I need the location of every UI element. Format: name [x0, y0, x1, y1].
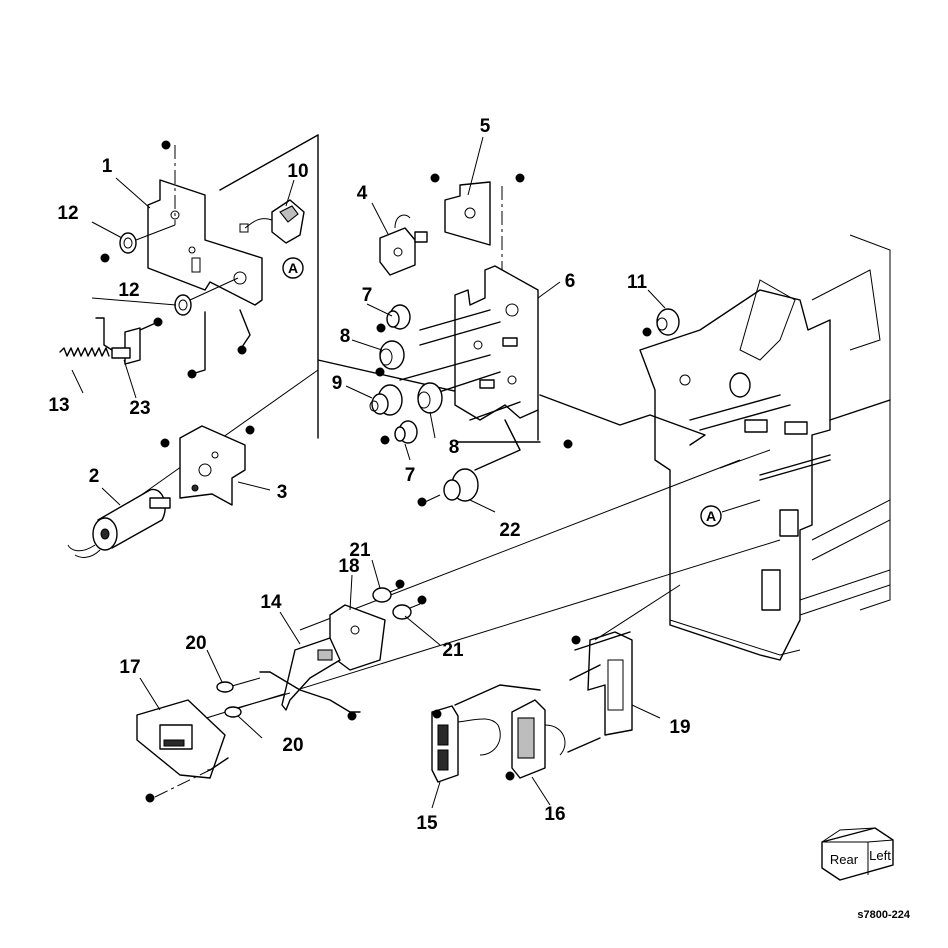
- callout-12-lower: 12: [118, 280, 139, 301]
- actuator-lever-14: [281, 637, 341, 711]
- gear-11: [656, 308, 680, 336]
- spring-part: [59, 347, 110, 357]
- spring-pin-20-upper: [216, 681, 234, 693]
- callout-labels: 1 2 3 4 5 6 7 7 8 8 9 10 11 12 12 13 14 …: [48, 116, 690, 834]
- stepper-motor-group: [379, 181, 503, 410]
- left-upper-bracket-group: [119, 134, 319, 439]
- callout-22: 22: [499, 520, 520, 541]
- callout-18: 18: [338, 556, 359, 577]
- callout-13: 13: [48, 395, 69, 416]
- gear-9: [369, 384, 403, 416]
- leader-lines: [71, 136, 761, 809]
- lower-left-assembly: [136, 587, 421, 798]
- callout-9: 9: [332, 373, 343, 394]
- motor-bracket-part: [147, 179, 263, 306]
- callout-11: 11: [627, 272, 648, 293]
- callout-16: 16: [544, 804, 565, 825]
- bearing-upper: [119, 224, 176, 254]
- callout-7-upper: 7: [362, 285, 373, 306]
- callout-12-upper: 12: [57, 203, 78, 224]
- callout-2: 2: [89, 466, 100, 487]
- gear-set: [369, 304, 541, 503]
- machine-frame-group: [539, 234, 891, 661]
- mounting-plate-part: [444, 181, 491, 246]
- callout-21-lower: 21: [442, 640, 464, 661]
- callout-4: 4: [357, 183, 368, 204]
- orientation-left-label: Left: [869, 848, 891, 863]
- callout-20-lower: 20: [282, 735, 303, 756]
- reference-mark-lower: A: [700, 505, 722, 527]
- callout-17: 17: [119, 657, 140, 678]
- roller-21-upper: [372, 587, 392, 603]
- bearing-lower: [174, 277, 239, 316]
- callout-19: 19: [669, 717, 690, 738]
- reference-mark-upper: A: [282, 257, 304, 279]
- stepper-motor-part: [379, 227, 416, 276]
- svg-text:A: A: [706, 508, 716, 524]
- lower-right-assembly: [431, 584, 681, 783]
- screw-markers: [100, 140, 652, 803]
- callout-5: 5: [480, 116, 491, 137]
- main-frame-part: [639, 289, 831, 661]
- callout-23: 23: [129, 398, 150, 419]
- callout-21-upper: 21: [349, 540, 371, 561]
- roller-21-lower: [392, 604, 412, 620]
- motor-bracket-3: [179, 425, 246, 506]
- gear-22: [424, 468, 479, 503]
- callout-3: 3: [277, 482, 288, 503]
- callout-15: 15: [416, 813, 438, 834]
- callout-20-upper: 20: [185, 633, 206, 654]
- figure-id: s7800-224: [857, 909, 910, 921]
- callout-6: 6: [565, 271, 576, 292]
- drive-frame-part: [454, 265, 539, 421]
- gear-8-lower: [417, 382, 443, 414]
- callout-10: 10: [287, 161, 308, 182]
- callout-8-lower: 8: [449, 437, 460, 458]
- orientation-rear-label: Rear: [830, 852, 859, 867]
- gear-8-upper: [379, 340, 405, 370]
- drive-motor-group: [67, 369, 319, 558]
- bracket-19: [587, 631, 633, 736]
- callout-14: 14: [260, 592, 282, 613]
- callout-8-upper: 8: [340, 326, 351, 347]
- orientation-cube: Rear Left: [821, 827, 894, 881]
- callout-7-lower: 7: [405, 465, 416, 486]
- spring-pin-20-lower: [224, 706, 242, 718]
- gear-7-upper: [386, 304, 411, 330]
- drive-frame-group: [317, 265, 539, 441]
- callout-1: 1: [102, 156, 113, 177]
- spring-and-pin-group: [59, 317, 159, 365]
- gear-7-lower: [394, 420, 418, 444]
- svg-text:A: A: [288, 260, 298, 276]
